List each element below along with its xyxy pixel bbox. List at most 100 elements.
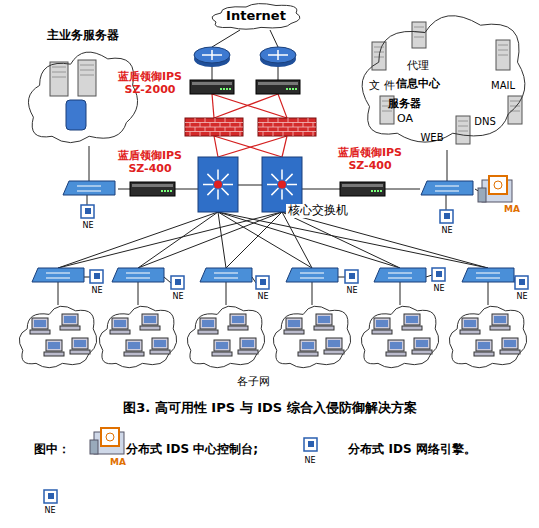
pc-monitor [476, 340, 492, 351]
server-slot [510, 106, 520, 107]
pc-screen [390, 342, 402, 349]
pc-screen [154, 340, 166, 347]
ips-led [167, 190, 169, 192]
firewall-brick [293, 132, 294, 137]
network-link [175, 189, 198, 190]
switch-arrow [286, 188, 293, 195]
server-slot [52, 67, 66, 68]
pc-monitor [286, 318, 302, 329]
firewall-brick [298, 127, 299, 132]
ne-icon-core [175, 279, 181, 285]
pc-monitor [32, 318, 48, 329]
switch-arrow [46, 273, 70, 274]
firewall-brick [303, 132, 304, 137]
ips-device [130, 182, 175, 196]
pc-base [124, 352, 144, 356]
server [50, 62, 68, 96]
firewall-brick [230, 132, 231, 137]
label-text: NE [304, 456, 315, 465]
pc-base [298, 352, 318, 356]
ips-device [256, 80, 300, 94]
pc-screen [64, 316, 76, 323]
ne-icon-core [48, 493, 54, 499]
switch-arrow [207, 174, 214, 181]
label-text: 各子网 [237, 376, 270, 389]
pc-monitor [214, 340, 230, 351]
firewall-brick [240, 123, 241, 128]
ips-led [220, 88, 222, 90]
server-slot [80, 70, 94, 71]
label-text: NE [172, 292, 183, 301]
firewall-brick [210, 123, 211, 128]
pc-monitor [152, 338, 168, 349]
switch-arrow [300, 278, 324, 279]
ne-icon-core [308, 441, 314, 447]
pc-screen [416, 340, 428, 347]
pc-screen [128, 342, 140, 349]
switch [200, 268, 252, 282]
firewall-brick [235, 127, 236, 132]
switch-arrow [214, 278, 238, 279]
switch-arrow [126, 273, 150, 274]
firewall-brick [313, 132, 314, 137]
subnet-cloud [19, 306, 96, 368]
ips-led [380, 190, 382, 192]
network-link [218, 212, 226, 268]
switch-core-dot [214, 181, 222, 189]
pc-base [30, 330, 50, 334]
redundant-link [218, 136, 287, 157]
pc-base [386, 352, 406, 356]
cloud-outline [362, 16, 525, 142]
server-slot [414, 27, 424, 28]
pc-base [198, 330, 218, 334]
core-switch [198, 157, 238, 212]
label-text: NE [82, 221, 93, 230]
firewall-brick [298, 118, 299, 123]
network-link [218, 212, 312, 268]
ips-led [292, 88, 294, 90]
pc-base [60, 326, 80, 330]
subnet-cloud [361, 306, 438, 368]
switch-arrow [77, 186, 101, 187]
network-link [138, 212, 218, 268]
firewall-brick [210, 132, 211, 137]
firewall-brick [268, 127, 269, 132]
switch-arrow [46, 278, 70, 279]
label-text: 代理 [407, 60, 429, 73]
ips-led [374, 190, 376, 192]
pc-monitor [414, 338, 430, 349]
server [78, 60, 96, 96]
pc-monitor [62, 314, 78, 325]
server-slot [374, 52, 384, 53]
firewall-brick [263, 132, 264, 137]
label-text: MA [504, 204, 520, 214]
switch-arrow [287, 184, 297, 186]
server-slot [458, 126, 468, 127]
pc-base [110, 330, 130, 334]
pc-base [402, 326, 422, 330]
ne-icon-core [519, 279, 525, 285]
redundant-link [214, 94, 278, 118]
network-link [212, 30, 240, 47]
redundant-link [278, 94, 287, 118]
ips-device [340, 182, 385, 196]
network-link [226, 282, 227, 305]
server-slot [52, 72, 66, 73]
label-text: OA [397, 113, 413, 126]
console-screen [489, 176, 507, 194]
switch-arrow [222, 174, 229, 181]
ne-icon [81, 205, 94, 218]
cloud-node: Internet [205, 0, 307, 32]
switch-arrow [435, 186, 459, 187]
server-slot [498, 45, 508, 46]
pc-screen [144, 316, 156, 323]
ips-led [295, 88, 297, 90]
ne-icon-core [436, 271, 442, 277]
firewall-brick [225, 127, 226, 132]
firewall-brick [235, 118, 236, 123]
ne-icon [440, 210, 453, 223]
server [412, 22, 426, 48]
pc-screen [318, 316, 330, 323]
subnet-cloud [273, 306, 350, 368]
